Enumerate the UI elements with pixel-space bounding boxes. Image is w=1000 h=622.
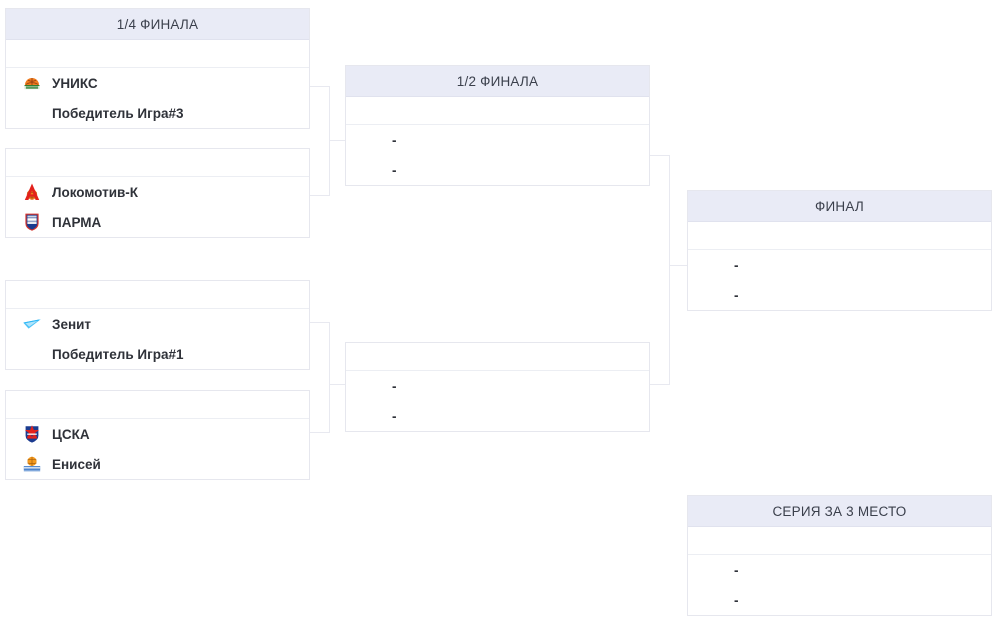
connector-line — [329, 140, 347, 141]
connector-line — [329, 86, 330, 196]
match-teams: Зенит Победитель Игра#1 — [6, 309, 309, 369]
round-title-final: ФИНАЛ — [688, 191, 991, 222]
team-row[interactable]: Победитель Игра#3 — [6, 98, 309, 128]
team-name: ПАРМА — [52, 214, 102, 230]
connector-line — [650, 155, 670, 156]
card-spacer-row — [6, 391, 309, 419]
card-spacer-row — [6, 149, 309, 177]
team-row[interactable]: ЦСКА — [6, 419, 309, 449]
team-row[interactable]: УНИКС — [6, 68, 309, 98]
team-row[interactable]: - — [688, 585, 991, 615]
team-name: - — [734, 562, 739, 578]
team-name: УНИКС — [52, 75, 98, 91]
team-row[interactable]: - — [688, 250, 991, 280]
connector-line — [310, 195, 330, 196]
cska-logo — [22, 424, 42, 444]
match-card-qf3[interactable]: Зенит Победитель Игра#1 — [5, 280, 310, 370]
team-row[interactable]: - — [688, 280, 991, 310]
zenit-logo — [22, 314, 42, 334]
match-card-third-place[interactable]: СЕРИЯ ЗА 3 МЕСТО - - — [687, 495, 992, 616]
team-row[interactable]: - — [346, 371, 649, 401]
match-teams: - - — [346, 125, 649, 185]
enisey-logo — [22, 454, 42, 474]
connector-line — [669, 265, 687, 266]
card-spacer-row — [6, 40, 309, 68]
connector-line — [669, 155, 670, 385]
match-card-qf2[interactable]: Локомотив-К ПАРМА — [5, 148, 310, 238]
card-spacer-row — [346, 97, 649, 125]
team-name: Енисей — [52, 456, 101, 472]
team-name: - — [392, 408, 397, 424]
round-title-semifinal: 1/2 ФИНАЛА — [346, 66, 649, 97]
match-card-qf1[interactable]: 1/4 ФИНАЛА УНИКС Победитель Игра#3 — [5, 8, 310, 129]
team-row[interactable]: Локомотив-К — [6, 177, 309, 207]
match-teams: ЦСКА Енисей — [6, 419, 309, 479]
team-name: Локомотив-К — [52, 184, 139, 200]
team-row[interactable]: - — [346, 155, 649, 185]
team-name: Победитель Игра#3 — [52, 105, 184, 121]
connector-line — [310, 322, 330, 323]
team-name: - — [392, 162, 397, 178]
match-teams: Локомотив-К ПАРМА — [6, 177, 309, 237]
team-name: - — [392, 378, 397, 394]
team-name: Зенит — [52, 316, 92, 332]
match-card-final[interactable]: ФИНАЛ - - — [687, 190, 992, 311]
team-name: Победитель Игра#1 — [52, 346, 184, 362]
team-row[interactable]: Енисей — [6, 449, 309, 479]
card-spacer-row — [346, 343, 649, 371]
connector-line — [310, 432, 330, 433]
match-teams: - - — [346, 371, 649, 431]
round-title-third-place: СЕРИЯ ЗА 3 МЕСТО — [688, 496, 991, 527]
team-name: ЦСКА — [52, 426, 90, 442]
team-name: - — [734, 257, 739, 273]
match-teams: УНИКС Победитель Игра#3 — [6, 68, 309, 128]
connector-line — [650, 384, 670, 385]
match-card-qf4[interactable]: ЦСКА Енисей — [5, 390, 310, 480]
team-row[interactable]: Зенит — [6, 309, 309, 339]
team-row[interactable]: Победитель Игра#1 — [6, 339, 309, 369]
team-row[interactable]: - — [688, 555, 991, 585]
card-spacer-row — [688, 527, 991, 555]
connector-line — [329, 384, 347, 385]
team-row[interactable]: ПАРМА — [6, 207, 309, 237]
round-title-quarterfinal: 1/4 ФИНАЛА — [6, 9, 309, 40]
match-teams: - - — [688, 250, 991, 310]
match-card-sf2[interactable]: - - — [345, 342, 650, 432]
card-spacer-row — [688, 222, 991, 250]
team-name: - — [734, 287, 739, 303]
unics-logo — [22, 73, 42, 93]
card-spacer-row — [6, 281, 309, 309]
match-card-sf1[interactable]: 1/2 ФИНАЛА - - — [345, 65, 650, 186]
connector-line — [310, 86, 330, 87]
team-name: - — [392, 132, 397, 148]
connector-line — [329, 322, 330, 433]
team-row[interactable]: - — [346, 125, 649, 155]
team-name: - — [734, 592, 739, 608]
team-row[interactable]: - — [346, 401, 649, 431]
match-teams: - - — [688, 555, 991, 615]
parma-logo — [22, 212, 42, 232]
lokomotiv-kuban-logo — [22, 182, 42, 202]
